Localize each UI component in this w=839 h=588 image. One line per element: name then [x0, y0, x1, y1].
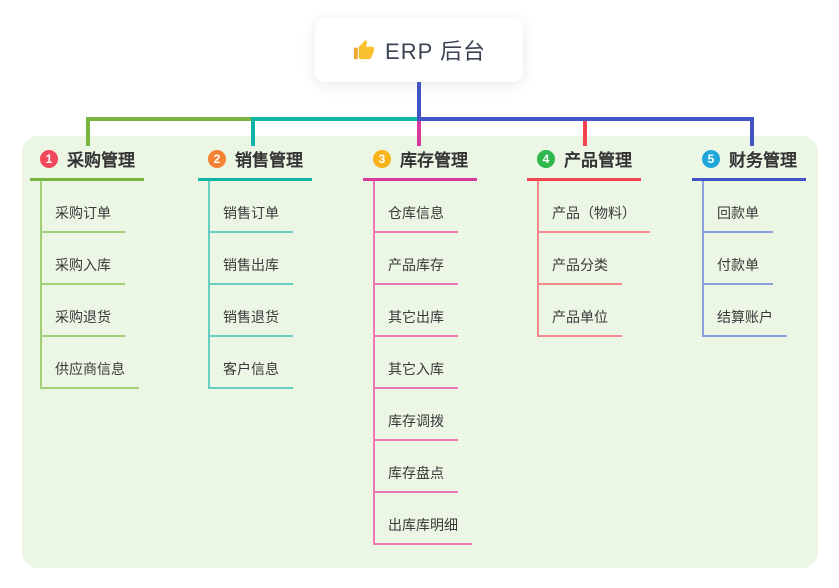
- child-label: 回款单: [717, 205, 759, 221]
- child-node[interactable]: 产品库存: [375, 233, 458, 285]
- drop-branch-2: [251, 117, 255, 146]
- child-node[interactable]: 客户信息: [210, 337, 293, 389]
- branch-children: 采购订单采购入库采购退货供应商信息: [40, 181, 139, 389]
- child-label: 结算账户: [717, 309, 773, 325]
- child-node[interactable]: 付款单: [704, 233, 773, 285]
- child-label: 销售出库: [223, 257, 279, 273]
- background-panel: [22, 136, 818, 568]
- child-label: 客户信息: [223, 361, 279, 377]
- branch-number-badge: 3: [373, 149, 391, 168]
- branch-number-badge: 2: [208, 149, 226, 168]
- child-node[interactable]: 其它入库: [375, 337, 458, 389]
- branch-label: 财务管理: [729, 151, 797, 170]
- child-label: 仓库信息: [388, 205, 444, 221]
- child-node[interactable]: 产品分类: [539, 233, 622, 285]
- child-node[interactable]: 出库库明细: [375, 493, 472, 545]
- branch-number-badge: 1: [40, 149, 58, 168]
- child-label: 销售退货: [223, 309, 279, 325]
- drop-branch-5: [750, 117, 754, 146]
- branch-node[interactable]: 5 财务管理: [692, 146, 806, 181]
- child-label: 付款单: [717, 257, 759, 273]
- child-node[interactable]: 回款单: [704, 181, 773, 233]
- child-label: 供应商信息: [55, 361, 125, 377]
- rail-branch-2: [251, 117, 421, 121]
- child-node[interactable]: 销售订单: [210, 181, 293, 233]
- branch-node[interactable]: 1 采购管理: [30, 146, 144, 181]
- rail-branch-1: [86, 117, 255, 121]
- branch-node[interactable]: 2 销售管理: [198, 146, 312, 181]
- child-node[interactable]: 采购退货: [42, 285, 125, 337]
- child-node[interactable]: 仓库信息: [375, 181, 458, 233]
- branch-column-5: 5 财务管理 回款单付款单结算账户: [692, 146, 806, 337]
- child-node[interactable]: 结算账户: [704, 285, 787, 337]
- child-label: 其它入库: [388, 361, 444, 377]
- drop-branch-3: [417, 121, 421, 146]
- branch-column-3: 3 库存管理 仓库信息产品库存其它出库其它入库库存调拨库存盘点出库库明细: [363, 146, 477, 545]
- child-label: 产品单位: [552, 309, 608, 325]
- rail-branch-5: [417, 117, 754, 121]
- branch-node[interactable]: 3 库存管理: [363, 146, 477, 181]
- branch-column-2: 2 销售管理 销售订单销售出库销售退货客户信息: [198, 146, 312, 389]
- branch-children: 仓库信息产品库存其它出库其它入库库存调拨库存盘点出库库明细: [373, 181, 472, 545]
- child-label: 采购订单: [55, 205, 111, 221]
- child-label: 其它出库: [388, 309, 444, 325]
- root-title: ERP 后台: [385, 39, 486, 64]
- child-node[interactable]: 采购入库: [42, 233, 125, 285]
- child-label: 产品分类: [552, 257, 608, 273]
- child-label: 库存盘点: [388, 465, 444, 481]
- root-connector: [417, 82, 421, 119]
- branch-number-badge: 4: [537, 149, 555, 168]
- child-label: 库存调拨: [388, 413, 444, 429]
- child-node[interactable]: 采购订单: [42, 181, 125, 233]
- child-label: 产品库存: [388, 257, 444, 273]
- child-label: 采购入库: [55, 257, 111, 273]
- child-label: 采购退货: [55, 309, 111, 325]
- child-node[interactable]: 销售出库: [210, 233, 293, 285]
- branch-label: 采购管理: [67, 151, 135, 170]
- child-node[interactable]: 其它出库: [375, 285, 458, 337]
- child-label: 产品（物料）: [552, 205, 636, 221]
- root-node[interactable]: ERP 后台: [315, 18, 523, 82]
- child-label: 出库库明细: [388, 517, 458, 533]
- child-node[interactable]: 库存调拨: [375, 389, 458, 441]
- branch-label: 产品管理: [564, 151, 632, 170]
- branch-children: 产品（物料） 产品分类产品单位: [537, 181, 650, 337]
- child-node[interactable]: 库存盘点: [375, 441, 458, 493]
- branch-children: 回款单付款单结算账户: [702, 181, 787, 337]
- drop-branch-1: [86, 117, 90, 146]
- drop-branch-4: [583, 121, 587, 146]
- child-node[interactable]: 产品（物料）: [539, 181, 650, 233]
- thumbs-up-icon: [353, 39, 375, 59]
- branch-node[interactable]: 4 产品管理: [527, 146, 641, 181]
- branch-children: 销售订单销售出库销售退货客户信息: [208, 181, 293, 389]
- branch-label: 销售管理: [235, 151, 303, 170]
- child-node[interactable]: 产品单位: [539, 285, 622, 337]
- branch-column-1: 1 采购管理 采购订单采购入库采购退货供应商信息: [30, 146, 144, 389]
- branch-column-4: 4 产品管理 产品（物料） 产品分类产品单位: [527, 146, 650, 337]
- branch-label: 库存管理: [400, 151, 468, 170]
- branch-number-badge: 5: [702, 149, 720, 168]
- child-node[interactable]: 销售退货: [210, 285, 293, 337]
- child-label: 销售订单: [223, 205, 279, 221]
- child-node[interactable]: 供应商信息: [42, 337, 139, 389]
